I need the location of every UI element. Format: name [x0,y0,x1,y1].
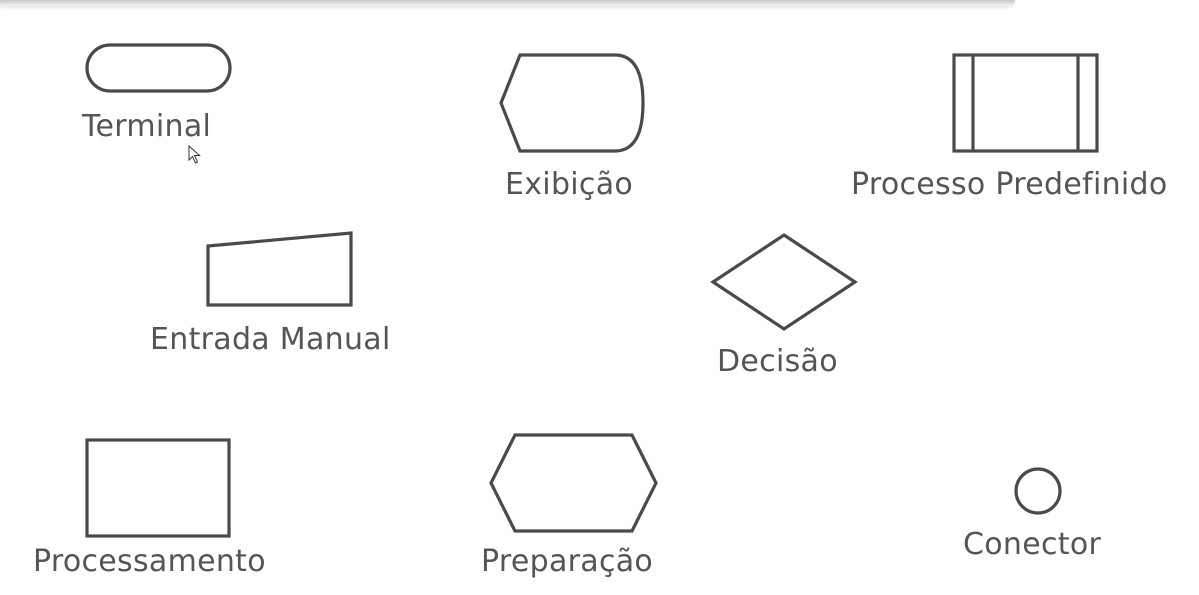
display-shape [499,53,645,153]
preparation-label: Preparação [481,544,654,579]
decision-label: Decisão [717,344,838,379]
preparation-shape [489,433,658,533]
connector-shape [1014,467,1062,515]
connector-label: Conector [963,527,1102,562]
terminal-label: Terminal [82,109,212,144]
process-shape [85,438,231,538]
mouse-pointer-icon [188,145,201,164]
top-toolbar-edge [0,0,1015,6]
predefined-process-shape [952,53,1099,153]
predefined-process-label: Processo Predefinido [851,167,1168,202]
process-label: Processamento [33,544,266,579]
display-label: Exibição [505,167,634,202]
terminal-shape [85,43,232,93]
manual-input-shape [206,231,353,307]
decision-shape [710,233,858,331]
manual-input-label: Entrada Manual [150,322,391,357]
